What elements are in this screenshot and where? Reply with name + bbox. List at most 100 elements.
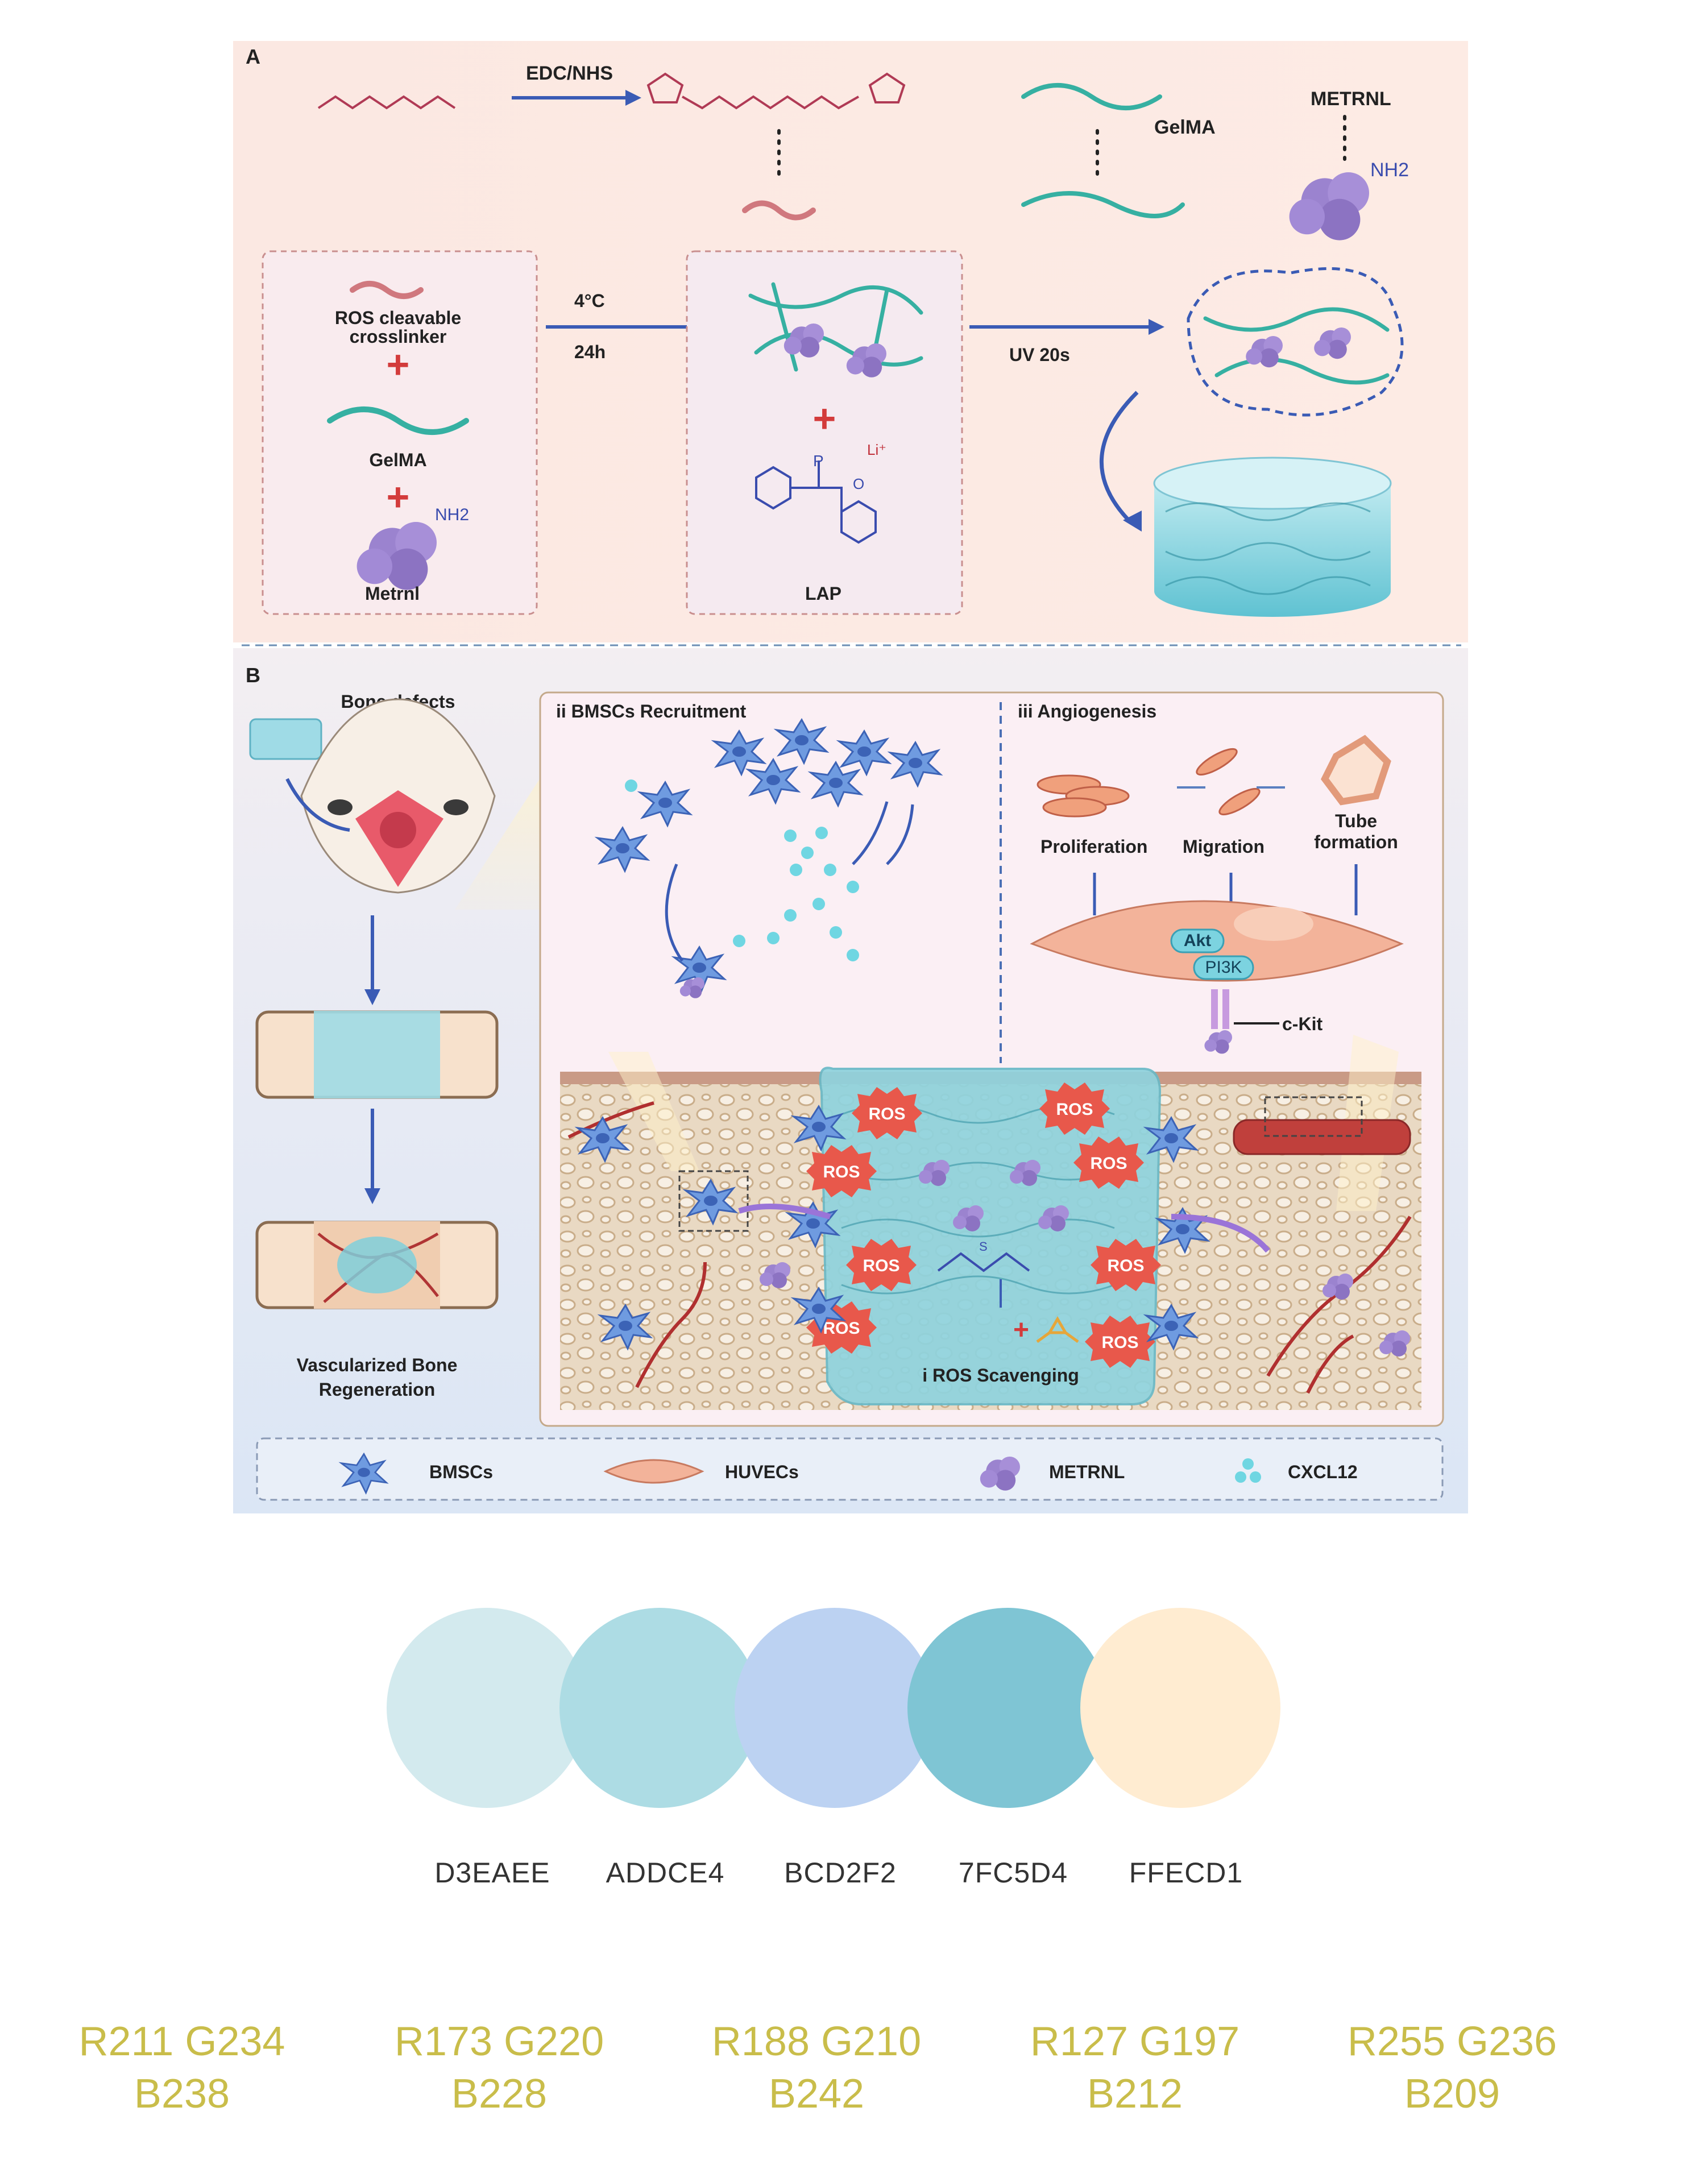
vascularized-label-1: Vascularized Bone xyxy=(297,1355,458,1375)
ros-label: ROS xyxy=(1056,1100,1093,1119)
migration-label: Migration xyxy=(1183,836,1265,857)
tube-label-2: formation xyxy=(1314,832,1398,852)
nh2-label: NH2 xyxy=(435,505,469,524)
rgb-label-4: R127 G197 B212 xyxy=(1010,2015,1260,2120)
ros-label: ROS xyxy=(1090,1154,1127,1173)
legend-huvec-icon xyxy=(603,1459,704,1484)
crosslinker-wave xyxy=(742,200,816,221)
rgb-line-1: R188 G210 xyxy=(711,2019,922,2064)
nh2-label: NH2 xyxy=(1370,159,1409,181)
recruitment-title: ii BMSCs Recruitment xyxy=(556,701,747,721)
legend-huvecs: HUVECs xyxy=(725,1462,799,1482)
ros-label: ROS xyxy=(1107,1256,1144,1275)
pi3k-node xyxy=(1193,955,1254,980)
migration-cells xyxy=(1196,748,1261,816)
disulfide-cleavage xyxy=(937,1252,1030,1272)
hydrogel-icon xyxy=(249,718,322,760)
gelma-box-label: GelMA xyxy=(369,450,426,470)
rgb-line-2: B228 xyxy=(451,2071,548,2117)
vascularized-label-2: Regeneration xyxy=(319,1379,435,1400)
oxygen-label: O xyxy=(853,475,864,492)
rgb-label-3: R188 G210 B242 xyxy=(691,2015,942,2120)
angiogenesis-title: iii Angiogenesis xyxy=(1018,701,1156,721)
hex-label-3: BCD2F2 xyxy=(784,1857,897,1889)
uv-label: UV 20s xyxy=(1009,345,1070,365)
legend-box xyxy=(256,1437,1444,1501)
disulfide-acid-molecule xyxy=(317,95,456,110)
akt-label: Akt xyxy=(1184,931,1211,950)
pi3k-label: PI3K xyxy=(1205,958,1242,977)
proliferation-label: Proliferation xyxy=(1040,836,1147,857)
hex-label-5: FFECD1 xyxy=(1129,1857,1243,1889)
vessel-segment xyxy=(1233,1119,1411,1155)
precursor-box xyxy=(686,250,963,615)
gelma-chain-icon xyxy=(327,407,469,435)
rat-head-illustration xyxy=(300,698,496,894)
tube-formation-icon xyxy=(1320,735,1391,806)
ros-label: ROS xyxy=(1101,1333,1138,1352)
ros-label: ROS xyxy=(863,1256,899,1275)
crosslinker-wave xyxy=(350,281,424,299)
time-label: 24h xyxy=(574,342,606,362)
legend-cxcl12: CXCL12 xyxy=(1288,1462,1358,1482)
panel-a-label: A xyxy=(246,45,260,68)
hex-label-4: 7FC5D4 xyxy=(958,1857,1068,1889)
legend-cxcl12-icon xyxy=(1235,1458,1261,1483)
swatch-2 xyxy=(559,1608,760,1808)
metrnl-box-label: Metrnl xyxy=(365,583,420,604)
swatch-5 xyxy=(1080,1608,1280,1808)
nhs-ester-molecule xyxy=(646,72,906,110)
bone-with-gel xyxy=(255,1010,499,1099)
crosslinker-label-1: ROS cleavable xyxy=(335,308,461,328)
rgb-line-2: B209 xyxy=(1404,2071,1500,2117)
scientific-figure: A EDC/NHS GelMA METRNL NH2 ROS cleavable… xyxy=(233,41,1468,1513)
ros-label: ROS xyxy=(823,1163,860,1181)
panel-b-label: B xyxy=(246,663,260,687)
rgb-line-1: R211 G234 xyxy=(78,2019,285,2064)
swatch-3 xyxy=(735,1608,935,1808)
curved-arrow xyxy=(1100,391,1139,525)
regenerated-bone xyxy=(255,1221,499,1309)
rgb-label-1: R211 G234 B238 xyxy=(57,2015,307,2120)
lithium-label: Li⁺ xyxy=(867,441,886,458)
hex-label-1: D3EAEE xyxy=(434,1857,550,1889)
rgb-line-1: R127 G197 xyxy=(1030,2019,1240,2064)
gelma-label: GelMA xyxy=(1154,117,1216,138)
plus-icon: + xyxy=(387,475,410,519)
swatch-1 xyxy=(387,1608,587,1808)
ros-label: ROS xyxy=(823,1319,860,1338)
hydrogel-cylinder xyxy=(1154,483,1391,617)
swatch-4 xyxy=(907,1608,1108,1808)
rgb-line-1: R173 G220 xyxy=(394,2019,604,2064)
legend-metrnl: METRNL xyxy=(1049,1462,1125,1482)
sulfur-label: S xyxy=(979,1239,988,1254)
rgb-line-2: B212 xyxy=(1087,2071,1183,2117)
rgb-line-2: B238 xyxy=(134,2071,230,2117)
lap-label: LAP xyxy=(805,583,841,604)
ckit-label: c-Kit xyxy=(1282,1014,1323,1034)
crosslinker-label-2: crosslinker xyxy=(350,326,447,347)
temperature-label: 4°C xyxy=(574,291,605,311)
network-icon xyxy=(748,282,923,378)
rgb-label-5: R255 G236 B209 xyxy=(1327,2015,1577,2120)
arrow-head xyxy=(625,90,641,106)
plus-icon: + xyxy=(387,342,410,387)
rgb-line-2: B242 xyxy=(768,2071,865,2117)
ros-label: ROS xyxy=(868,1105,905,1123)
plus-icon: + xyxy=(1013,1315,1029,1345)
components-box xyxy=(262,250,538,615)
plus-icon: + xyxy=(813,396,836,441)
proliferation-cells xyxy=(1037,774,1130,818)
lap-molecule xyxy=(755,461,877,544)
reagent-label: EDC/NHS xyxy=(526,63,613,84)
legend-bmscs: BMSCs xyxy=(429,1462,493,1482)
hex-label-2: ADDCE4 xyxy=(606,1857,725,1889)
gelma-chains-top xyxy=(1021,83,1185,218)
tube-label-1: Tube xyxy=(1335,811,1377,831)
rgb-label-2: R173 G220 B228 xyxy=(374,2015,624,2120)
rgb-line-1: R255 G236 xyxy=(1347,2019,1557,2064)
phosphorus-label: P xyxy=(813,452,824,470)
crosslinked-network xyxy=(1187,267,1404,417)
cxcl12-particles xyxy=(625,779,859,961)
ros-scavenging-label: i ROS Scavenging xyxy=(922,1365,1079,1386)
